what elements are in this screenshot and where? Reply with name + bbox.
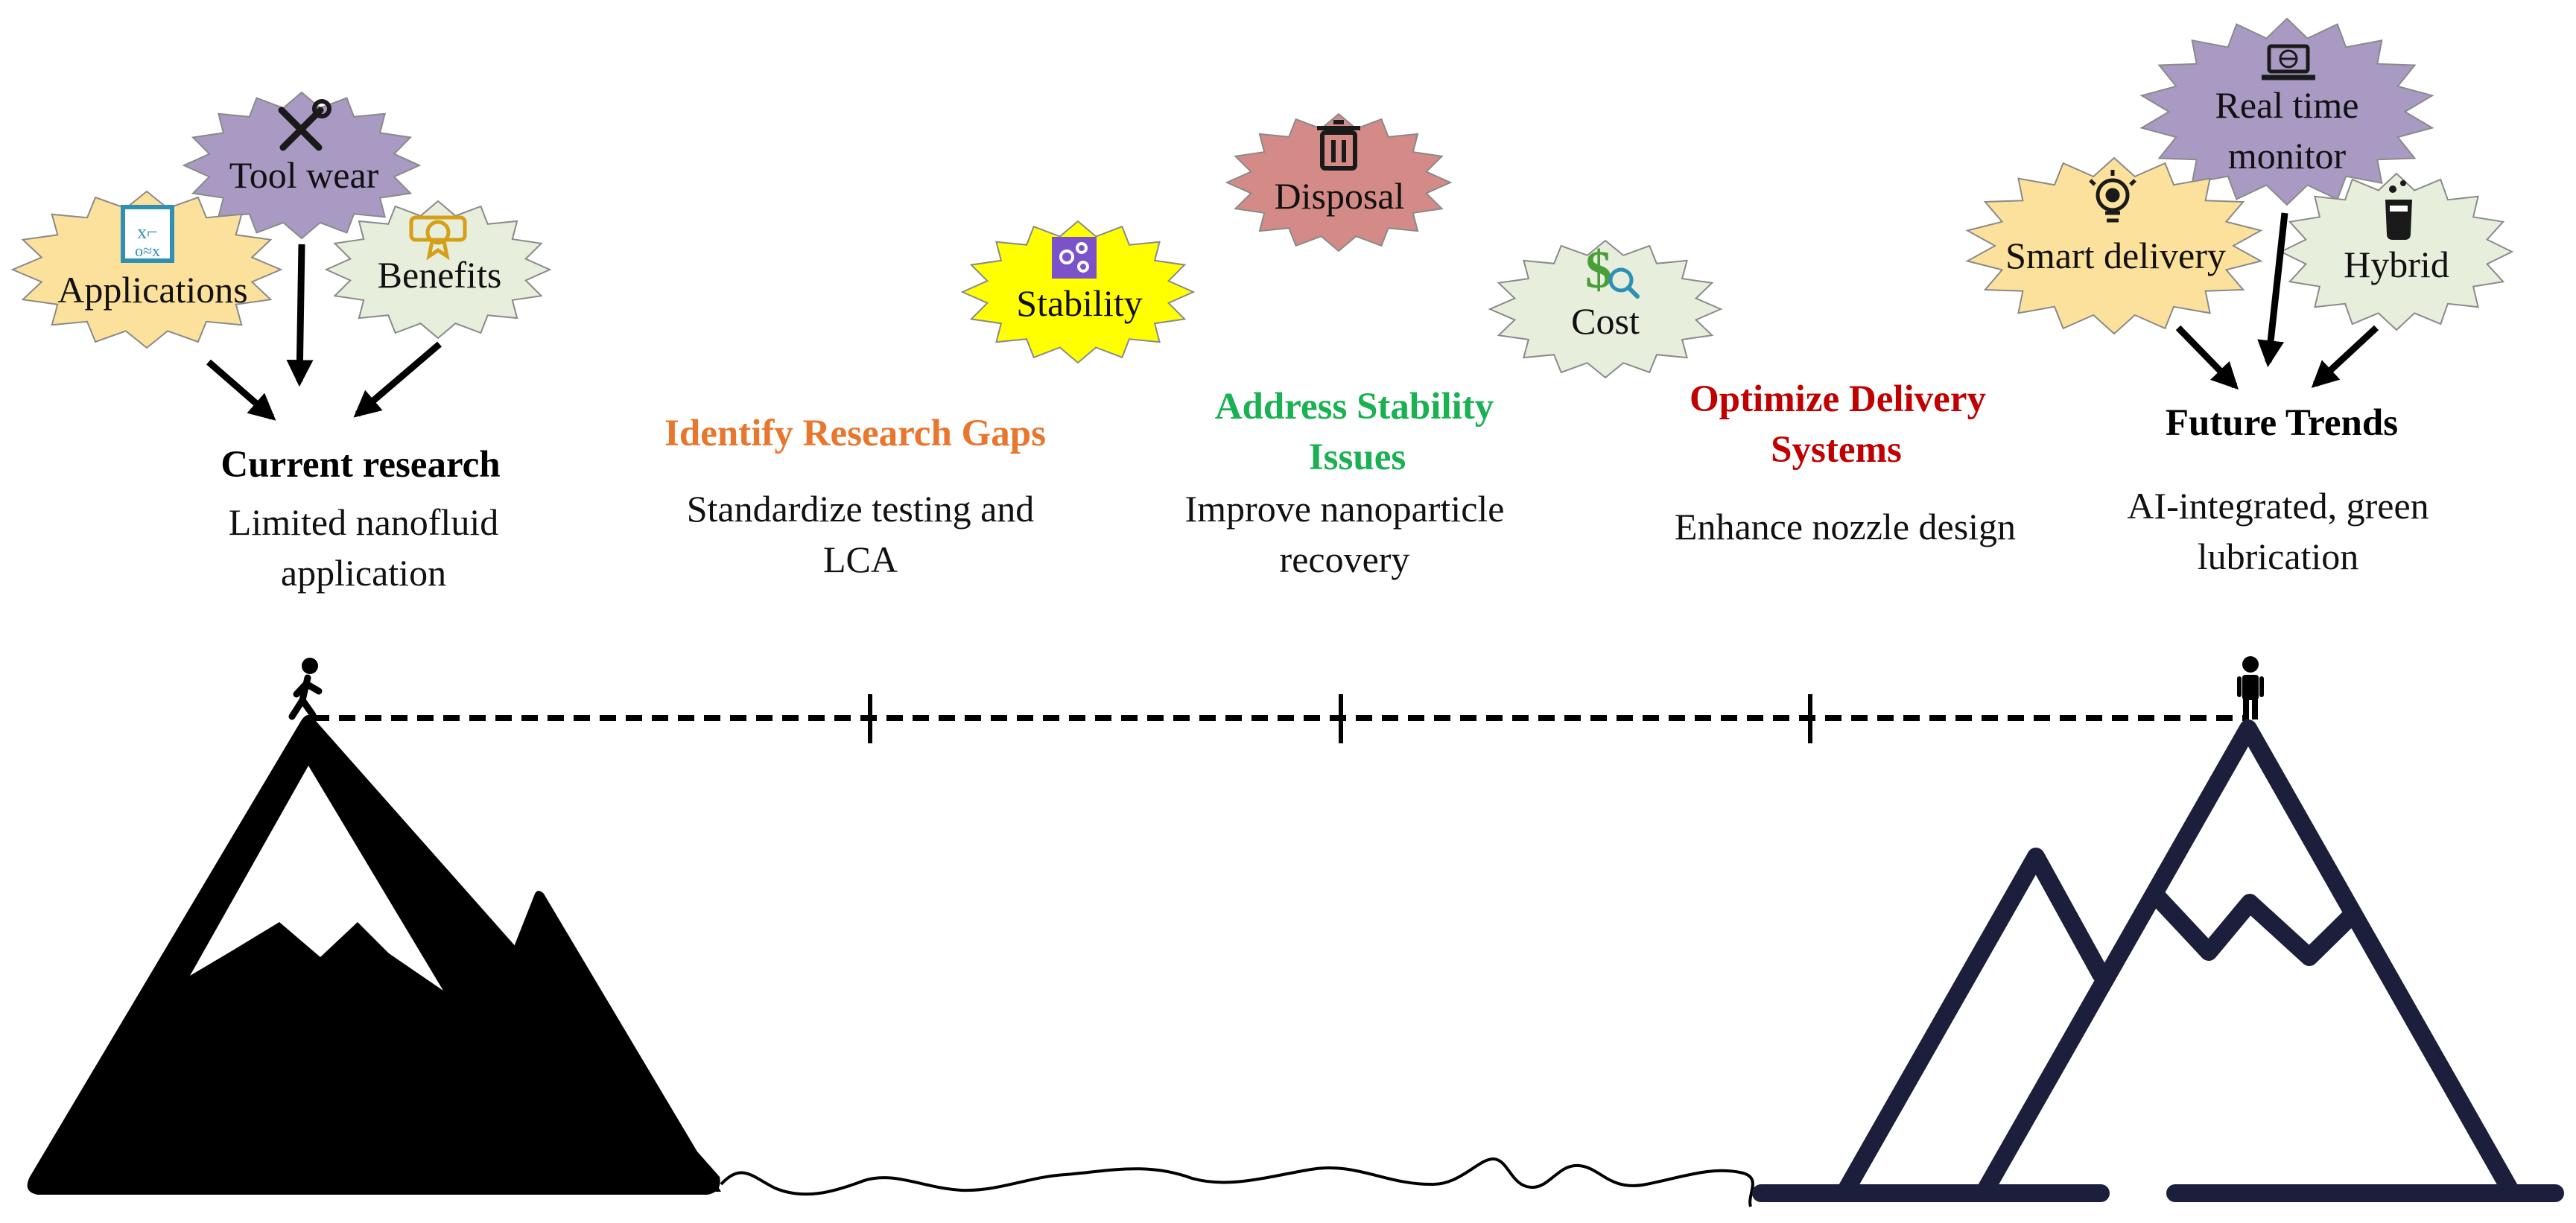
research-gaps-title: Identify Research Gaps	[664, 413, 1046, 454]
arrow-benefits	[353, 341, 442, 418]
applications-burst: x⌐ o≈x Applications	[10, 190, 283, 349]
stability-label: Stability	[1016, 282, 1142, 324]
stage-future: Future Trends AI-integrated, green lubri…	[2127, 402, 2429, 577]
delivery-title-line1: Optimize Delivery	[1690, 378, 1986, 420]
svg-text:x⌐: x⌐	[137, 221, 158, 243]
stability-title-line1: Address Stability	[1215, 386, 1494, 428]
applications-label: Applications	[57, 269, 248, 311]
cost-label: Cost	[1571, 300, 1640, 342]
laptop-globe-icon	[2262, 44, 2315, 80]
svg-text:$: $	[1585, 240, 1612, 299]
arrow-hybrid	[2311, 325, 2379, 388]
future-trends-title: Future Trends	[2166, 402, 2398, 444]
right-mountain-ridge	[2145, 885, 2361, 966]
dollar-search-icon: $	[1585, 240, 1640, 299]
stability-title-line2: Issues	[1309, 436, 1406, 478]
cost-burst: $ Cost	[1488, 239, 1723, 379]
right-mountain	[1752, 719, 2564, 1202]
arrow-real-time	[2257, 212, 2288, 368]
arrow-applications	[206, 359, 276, 421]
svg-text:o≈x: o≈x	[135, 241, 160, 260]
right-mountain-main-peak	[1976, 719, 2519, 1199]
hybrid-label: Hybrid	[2344, 244, 2449, 285]
molecule-icon	[1052, 237, 1097, 279]
lightbulb-gear-icon	[2089, 170, 2136, 223]
future-trends-desc-line2: lubrication	[2198, 536, 2359, 577]
real-time-monitor-burst: Real time monitor	[2139, 17, 2434, 206]
hybrid-burst: Hybrid	[2279, 172, 2514, 331]
walking-person-icon	[288, 658, 323, 720]
delivery-desc-line1: Enhance nozzle design	[1675, 506, 2016, 547]
disposal-burst: Disposal	[1225, 112, 1453, 252]
timeline	[313, 694, 2246, 743]
trash-icon	[1317, 120, 1360, 171]
current-research-desc-line1: Limited nanofluid	[229, 501, 498, 543]
tool-wear-label: Tool wear	[229, 154, 379, 196]
smart-delivery-burst: Smart delivery	[1965, 156, 2263, 335]
current-research-desc-line2: application	[281, 552, 446, 594]
blueprint-icon: x⌐ o≈x	[121, 205, 174, 263]
stability-desc-line2: recovery	[1280, 539, 1410, 580]
stability-burst: Stability	[960, 220, 1196, 364]
wrench-screwdriver-icon	[278, 99, 331, 151]
ground-wave-line	[720, 1157, 1754, 1207]
benefits-label: Benefits	[378, 254, 502, 296]
real-time-label-line2: monitor	[2228, 135, 2347, 177]
stage-delivery: Optimize Delivery Systems Enhance nozzle…	[1675, 378, 2016, 547]
left-mountain	[27, 715, 721, 1195]
arrow-tool-wear	[286, 244, 314, 387]
future-trends-desc-line1: AI-integrated, green	[2127, 485, 2429, 527]
certificate-icon	[409, 215, 467, 261]
beaker-icon	[2385, 180, 2412, 240]
stability-desc-line1: Improve nanoparticle	[1185, 488, 1505, 530]
stage-gaps: Identify Research Gaps Standardize testi…	[664, 413, 1046, 580]
standing-person-icon	[2237, 656, 2264, 719]
current-research-title: Current research	[221, 444, 500, 486]
tool-wear-burst: Tool wear	[182, 91, 422, 240]
real-time-label-line1: Real time	[2215, 84, 2359, 126]
stage-stability: Address Stability Issues Improve nanopar…	[1185, 386, 1505, 580]
research-gaps-desc-line1: Standardize testing and	[687, 488, 1035, 530]
arrows	[206, 212, 2379, 421]
left-mountain-snowcap	[190, 766, 443, 991]
delivery-title-line2: Systems	[1771, 429, 1902, 471]
stage-current: Current research Limited nanofluid appli…	[221, 444, 500, 594]
smart-delivery-label: Smart delivery	[2005, 235, 2226, 276]
benefits-burst: Benefits	[324, 200, 552, 340]
research-gaps-desc-line2: LCA	[823, 539, 898, 580]
arrow-smart-delivery	[2175, 325, 2239, 390]
left-mountain-main-peak	[27, 715, 720, 1195]
disposal-label: Disposal	[1275, 175, 1405, 217]
right-mountain-small-peak	[1837, 848, 2110, 1199]
